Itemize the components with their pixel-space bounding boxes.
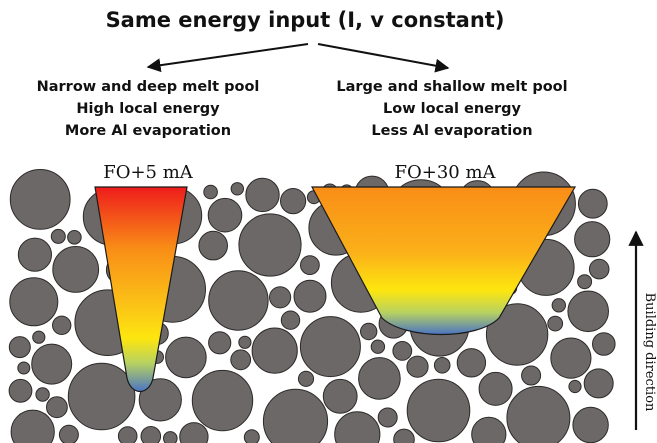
building-direction-label: Building direction xyxy=(642,293,657,412)
powder-particle xyxy=(17,237,53,272)
powder-particle xyxy=(485,303,549,366)
powder-particle xyxy=(165,336,207,379)
powder-particle xyxy=(547,315,564,332)
powder-particle xyxy=(32,330,46,344)
powder-particle xyxy=(577,188,608,219)
powder-particle xyxy=(46,396,68,419)
powder-particle xyxy=(574,221,611,258)
left-caption-line-1: Narrow and deep melt pool xyxy=(37,79,260,95)
powder-particle xyxy=(456,348,487,378)
powder-particle xyxy=(238,213,302,277)
powder-particle xyxy=(208,270,269,331)
narrow-pool-label: FO+5 mA xyxy=(103,162,194,183)
powder-particle xyxy=(67,230,82,245)
powder-particle xyxy=(31,343,73,385)
powder-particle xyxy=(58,424,79,443)
powder-particle xyxy=(140,426,162,443)
powder-particle xyxy=(280,310,301,330)
powder-particle xyxy=(551,298,566,313)
arrow-right xyxy=(317,43,450,73)
powder-particle xyxy=(433,357,451,374)
melt-pool-wide xyxy=(310,186,577,336)
right-caption-line-2: Low local energy xyxy=(383,101,521,117)
diagram-title: Same energy input (I, v constant) xyxy=(106,8,505,32)
powder-particle xyxy=(67,362,136,431)
powder-particle xyxy=(299,316,361,378)
powder-particle xyxy=(262,388,329,443)
left-caption-line-2: High local energy xyxy=(76,101,220,117)
powder-particle xyxy=(577,274,593,290)
powder-particle xyxy=(567,290,610,333)
right-caption-line-1: Large and shallow melt pool xyxy=(336,79,567,95)
powder-particle xyxy=(9,169,71,230)
powder-particle xyxy=(230,349,252,371)
powder-particle xyxy=(203,184,218,200)
powder-particle xyxy=(17,361,31,375)
powder-particle xyxy=(179,422,209,443)
powder-particle xyxy=(280,188,307,215)
powder-particle xyxy=(10,409,55,443)
powder-particle xyxy=(506,385,571,443)
powder-particle xyxy=(370,339,386,354)
powder-particle xyxy=(207,197,243,233)
powder-particle xyxy=(358,357,401,400)
powder-particle xyxy=(572,406,609,443)
powder-particle xyxy=(334,411,381,443)
powder-particle xyxy=(583,368,614,399)
powder-particle xyxy=(50,228,66,244)
powder-particle xyxy=(269,286,292,309)
powder-particle xyxy=(208,331,232,355)
powder-particle xyxy=(8,336,31,359)
arrow-left xyxy=(146,43,309,73)
powder-particle xyxy=(360,322,378,341)
powder-particle xyxy=(521,365,542,386)
powder-particle xyxy=(9,277,59,327)
powder-particle xyxy=(592,332,616,356)
powder-particle xyxy=(293,279,327,313)
powder-particle xyxy=(568,379,582,394)
powder-particle xyxy=(588,258,610,280)
powder-particle xyxy=(406,378,471,443)
powder-particle xyxy=(478,371,513,406)
powder-particle xyxy=(393,428,415,443)
powder-particle xyxy=(52,246,100,293)
powder-particle xyxy=(238,335,252,349)
powder-particle xyxy=(230,182,245,196)
powder-particle xyxy=(8,378,33,403)
powder-particle xyxy=(550,337,592,379)
powder-particle xyxy=(138,378,182,422)
powder-particle xyxy=(471,416,507,443)
powder-particle xyxy=(52,315,72,335)
right-caption-line-3: Less Al evaporation xyxy=(371,123,532,139)
powder-particle xyxy=(406,355,429,378)
powder-particle xyxy=(251,327,298,374)
powder-particle xyxy=(300,255,320,276)
powder-particle xyxy=(245,177,280,213)
melt-pool-narrow xyxy=(94,186,188,393)
powder-particle xyxy=(392,341,413,361)
powder-particle xyxy=(163,431,178,443)
powder-particle xyxy=(198,230,228,261)
powder-particle xyxy=(243,429,260,443)
powder-particle xyxy=(322,378,358,414)
left-caption-line-3: More Al evaporation xyxy=(65,123,231,139)
powder-particle xyxy=(117,426,138,443)
powder-particle xyxy=(35,387,50,402)
powder-particle xyxy=(191,369,254,432)
powder-particle xyxy=(297,370,315,387)
wide-pool-label: FO+30 mA xyxy=(394,162,496,183)
powder-particle xyxy=(377,407,398,428)
